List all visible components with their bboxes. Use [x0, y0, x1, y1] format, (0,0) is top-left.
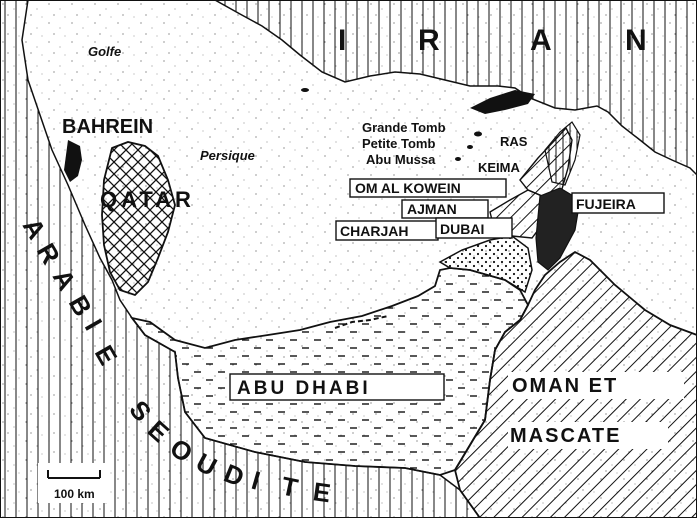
backdrop-oman-1	[508, 372, 684, 399]
label-charjah: CHARJAH	[340, 223, 408, 239]
label-ras: RAS	[500, 134, 528, 149]
island-abu-mussa	[455, 157, 461, 161]
label-persique: Persique	[200, 148, 255, 163]
label-seoudite-letter: T	[279, 471, 301, 504]
label-dubai: DUBAI	[440, 221, 484, 237]
region-dubai	[438, 235, 533, 294]
label-bahrein: BAHREIN	[62, 116, 153, 138]
islands-abu-dhabi-coast	[334, 315, 389, 329]
label-iran-letter: R	[418, 24, 440, 57]
region-iran	[213, 0, 697, 177]
label-golfe: Golfe	[88, 44, 121, 59]
box-fujeira	[571, 192, 665, 214]
label-grande-tomb: Grande Tomb	[362, 120, 446, 135]
label-om-al-kowein: OM AL KOWEIN	[355, 180, 461, 196]
island-qeshm	[470, 90, 535, 114]
label-abu-mussa: Abu Mussa	[366, 152, 436, 167]
label-iran-letter: A	[530, 24, 552, 57]
scale-bar: 100 km	[38, 463, 108, 503]
region-qatar	[101, 141, 176, 297]
label-keima: KEIMA	[478, 160, 521, 175]
label-iran-letter: N	[625, 24, 647, 57]
label-iran-letter: I	[338, 24, 346, 57]
label-iran: I R A N	[338, 24, 647, 57]
label-mascate: MASCATE	[510, 425, 621, 447]
island-gulf	[301, 88, 309, 92]
box-dubai	[435, 217, 513, 239]
label-petite-tomb: Petite Tomb	[362, 136, 435, 151]
label-ajman: AJMAN	[407, 201, 457, 217]
backdrop-oman-2	[508, 422, 668, 449]
scale-label: 100 km	[54, 487, 95, 501]
island-bahrein	[64, 140, 82, 182]
label-oman: OMAN ET	[512, 375, 618, 397]
label-seoudite-letter: E	[311, 476, 332, 508]
island-petite-tomb	[467, 145, 473, 149]
label-qatar: QATAR	[100, 187, 195, 212]
box-abu-dhabi	[229, 373, 445, 401]
label-abu-dhabi: ABU DHABI	[237, 378, 371, 399]
region-musandam	[544, 121, 581, 186]
region-fujeira	[535, 187, 581, 271]
box-om-al-kowein	[349, 178, 507, 198]
island-grande-tomb	[474, 131, 482, 137]
label-fujeira: FUJEIRA	[576, 196, 636, 212]
